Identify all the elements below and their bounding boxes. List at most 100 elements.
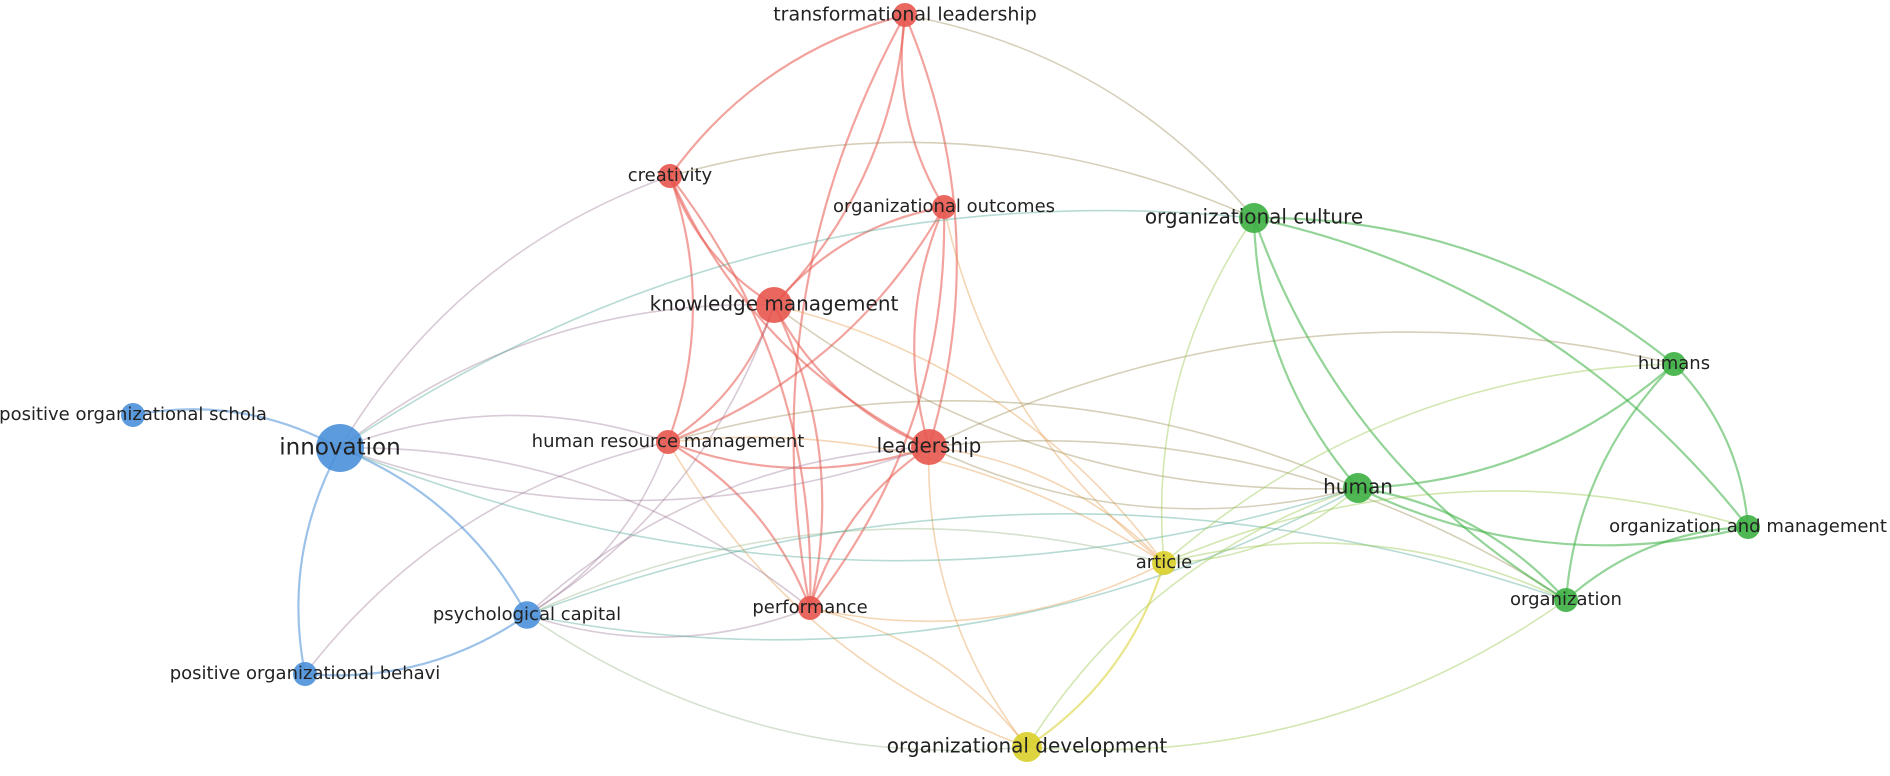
node-creativity[interactable] bbox=[658, 164, 682, 188]
node-label-leadership[interactable]: leadership bbox=[877, 434, 982, 458]
node-psychological-capital[interactable] bbox=[513, 601, 541, 629]
edge-performance-innovation bbox=[339, 447, 811, 609]
edge-leadership-organizational-development bbox=[927, 446, 1028, 748]
node-positive-organizational-schola[interactable] bbox=[121, 403, 145, 427]
edge-leadership-performance bbox=[808, 446, 930, 609]
node-label-humans[interactable]: humans bbox=[1638, 353, 1710, 374]
edge-innovation-positive-organizational-schola bbox=[132, 408, 341, 449]
node-label-creativity[interactable]: creativity bbox=[628, 165, 713, 186]
edge-human-resource-management-psychological-capital bbox=[526, 441, 669, 616]
node-human[interactable] bbox=[1343, 473, 1373, 503]
edge-organizational-culture-human bbox=[1252, 217, 1359, 489]
edge-psychological-capital-human bbox=[526, 487, 1359, 641]
edge-knowledge-management-innovation bbox=[339, 303, 775, 449]
node-label-organizational-development[interactable]: organizational development bbox=[887, 734, 1168, 758]
node-human-resource-management[interactable] bbox=[656, 430, 680, 454]
edge-human-resource-management-positive-organizational-behavi bbox=[304, 441, 669, 675]
node-label-organization-and-management[interactable]: organization and management bbox=[1609, 516, 1887, 537]
node-label-positive-organizational-schola[interactable]: positive organizational schola bbox=[0, 404, 267, 425]
edge-leadership-innovation bbox=[339, 446, 930, 502]
edge-organizational-outcomes-article bbox=[943, 206, 1165, 564]
node-performance[interactable] bbox=[798, 596, 822, 620]
edge-innovation-psychological-capital bbox=[339, 446, 528, 616]
label-layer: transformational leadership creativity org… bbox=[0, 4, 1887, 758]
edge-humans-article bbox=[1163, 363, 1675, 564]
edge-transformational-leadership-organizational-outcomes bbox=[900, 14, 945, 208]
edge-psychological-capital-organization bbox=[526, 513, 1567, 616]
edge-organization-organization-and-management bbox=[1565, 525, 1749, 601]
edge-humans-human bbox=[1357, 363, 1675, 490]
edge-organization-organizational-development bbox=[1026, 599, 1567, 751]
node-label-organizational-culture[interactable]: organizational culture bbox=[1145, 205, 1363, 229]
edge-human-resource-management-innovation bbox=[339, 414, 669, 449]
edge-knowledge-management-human-resource-management bbox=[667, 304, 776, 443]
edge-transformational-leadership-creativity bbox=[669, 13, 906, 177]
edge-transformational-leadership-knowledge-management bbox=[773, 14, 907, 306]
node-label-organizational-outcomes[interactable]: organizational outcomes bbox=[833, 196, 1055, 217]
node-positive-organizational-behavi[interactable] bbox=[293, 662, 317, 686]
node-humans[interactable] bbox=[1662, 352, 1686, 376]
node-label-transformational-leadership[interactable]: transformational leadership bbox=[773, 4, 1037, 26]
node-label-article[interactable]: article bbox=[1136, 552, 1192, 573]
edge-layer bbox=[132, 13, 1750, 751]
edge-knowledge-management-leadership bbox=[773, 304, 930, 449]
node-label-positive-organizational-behavi[interactable]: positive organizational behavi bbox=[170, 663, 441, 684]
edge-human-resource-management-organizational-development bbox=[667, 441, 1028, 748]
edge-knowledge-management-performance bbox=[773, 304, 824, 609]
edge-humans-organization bbox=[1564, 363, 1675, 601]
edge-innovation-human bbox=[339, 447, 1359, 562]
node-organization[interactable] bbox=[1554, 588, 1578, 612]
edge-organizational-culture-organization-and-management bbox=[1253, 216, 1749, 528]
node-organization-and-management[interactable] bbox=[1736, 515, 1760, 539]
edge-leadership-human bbox=[928, 446, 1359, 510]
edge-leadership-psychological-capital bbox=[526, 446, 930, 616]
node-label-human[interactable]: human bbox=[1323, 475, 1393, 499]
node-transformational-leadership[interactable] bbox=[893, 3, 917, 27]
edge-human-organization bbox=[1357, 486, 1567, 601]
edge-innovation-organizational-culture bbox=[339, 209, 1255, 449]
node-knowledge-management[interactable] bbox=[756, 287, 792, 323]
edge-transformational-leadership-leadership bbox=[903, 14, 958, 448]
edge-creativity-organizational-culture bbox=[669, 141, 1255, 219]
node-label-knowledge-management[interactable]: knowledge management bbox=[650, 292, 899, 316]
node-innovation[interactable] bbox=[316, 424, 364, 472]
edge-human-article bbox=[1163, 487, 1359, 564]
edge-psychological-capital-positive-organizational-behavi bbox=[304, 614, 528, 677]
node-label-psychological-capital[interactable]: psychological capital bbox=[433, 604, 621, 625]
edge-organizational-culture-humans bbox=[1253, 216, 1675, 365]
node-organizational-development[interactable] bbox=[1012, 732, 1042, 762]
edge-creativity-performance bbox=[669, 175, 812, 609]
edge-transformational-leadership-organizational-culture bbox=[904, 14, 1255, 219]
edge-leadership-organization bbox=[928, 439, 1567, 601]
edge-humans-organization-and-management bbox=[1673, 363, 1750, 528]
node-label-innovation[interactable]: innovation bbox=[279, 435, 400, 461]
edge-organizational-outcomes-human-resource-management bbox=[667, 206, 945, 444]
edge-knowledge-management-article bbox=[773, 304, 1165, 564]
edge-psychological-capital-article bbox=[526, 527, 1165, 616]
edge-organizational-outcomes-knowledge-management bbox=[773, 205, 945, 306]
edge-transformational-leadership-performance bbox=[792, 14, 906, 609]
edge-knowledge-management-psychological-capital bbox=[526, 304, 775, 616]
node-leadership[interactable] bbox=[911, 429, 947, 465]
edge-performance-organizational-development bbox=[809, 607, 1028, 748]
edge-human-organizational-development bbox=[1026, 487, 1359, 748]
node-label-organization[interactable]: organization bbox=[1510, 589, 1622, 610]
edge-leadership-humans bbox=[928, 331, 1675, 448]
edge-creativity-leadership bbox=[668, 175, 930, 448]
edge-organizational-outcomes-leadership bbox=[913, 206, 946, 448]
edge-organization-article bbox=[1163, 542, 1567, 601]
edge-organizational-culture-article bbox=[1160, 217, 1255, 564]
edge-innovation-positive-organizational-behavi bbox=[297, 447, 341, 675]
edge-knowledge-management-human bbox=[773, 304, 1359, 490]
node-article[interactable] bbox=[1152, 551, 1176, 575]
node-label-human-resource-management[interactable]: human resource management bbox=[532, 431, 805, 452]
edge-performance-article bbox=[809, 562, 1165, 623]
edge-human-resource-management-leadership bbox=[667, 440, 930, 470]
node-organizational-culture[interactable] bbox=[1239, 203, 1269, 233]
edge-human-organization-and-management bbox=[1357, 487, 1749, 547]
edge-creativity-human-resource-management bbox=[666, 175, 695, 443]
node-organizational-outcomes[interactable] bbox=[932, 195, 956, 219]
node-label-performance[interactable]: performance bbox=[752, 597, 867, 618]
edge-organizational-outcomes-performance bbox=[809, 206, 946, 609]
